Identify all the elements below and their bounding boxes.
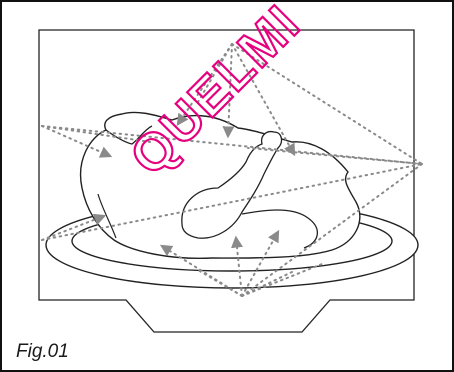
airflow-lines bbox=[41, 43, 423, 297]
turkey-thigh bbox=[241, 209, 318, 249]
oven-chamber bbox=[38, 29, 415, 333]
turkey-drumstick bbox=[181, 130, 283, 239]
figure-caption: Fig.01 bbox=[16, 341, 69, 362]
turkey-body-crease bbox=[97, 193, 117, 239]
turkey-wing-left bbox=[105, 125, 153, 145]
